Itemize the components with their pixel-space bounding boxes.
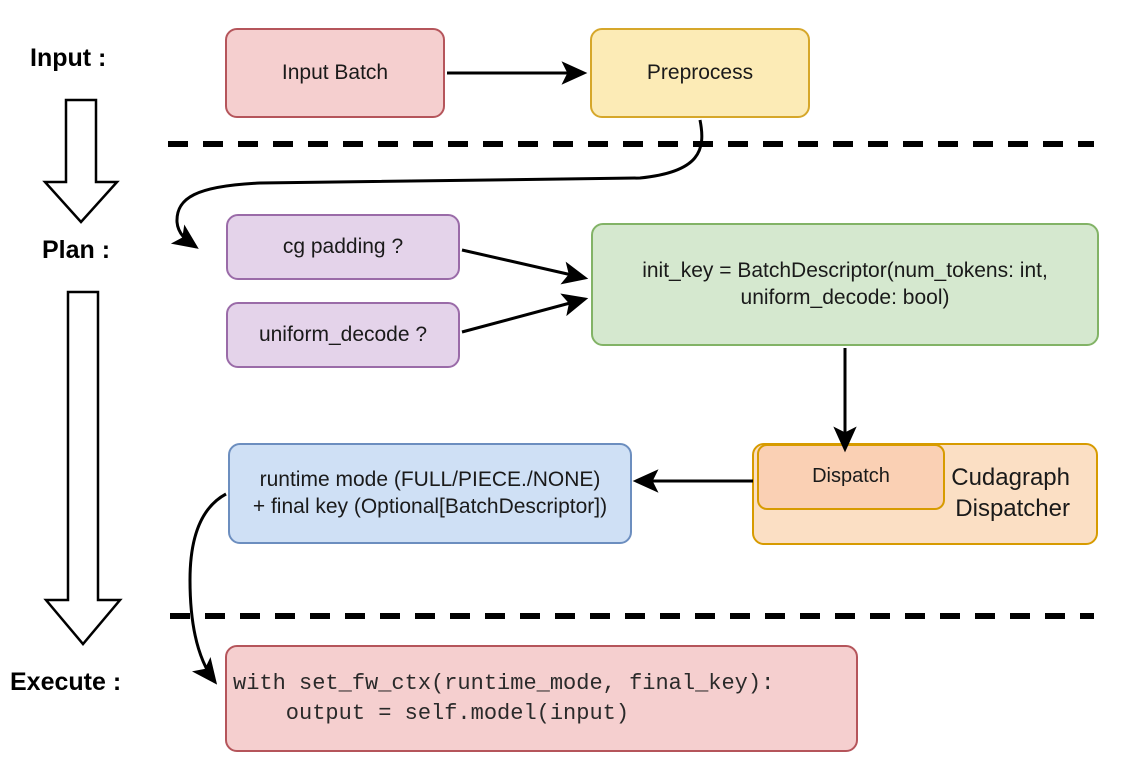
node-preprocess-label: Preprocess <box>646 60 754 84</box>
node-runtime-mode-line2: + final key (Optional[BatchDescriptor]) <box>252 494 608 518</box>
node-uniform-decode[interactable]: uniform_decode ? <box>226 302 460 368</box>
node-uniform-decode-label: uniform_decode ? <box>258 322 428 346</box>
stage-label-input: Input : <box>30 44 107 72</box>
stage-arrow-plan-to-execute <box>43 290 123 646</box>
node-runtime-mode-line1: runtime mode (FULL/PIECE./NONE) <box>259 467 601 491</box>
node-cudagraph-dispatcher-line1: Cudagraph <box>951 464 1070 492</box>
stage-arrow-input-to-plan <box>42 98 120 224</box>
stage-label-execute: Execute : <box>10 668 122 696</box>
connector-runtime-mode-to-execute-code <box>188 492 227 685</box>
node-input-batch[interactable]: Input Batch <box>225 28 445 118</box>
node-init-key-line1: init_key = BatchDescriptor(num_tokens: i… <box>642 258 1048 282</box>
node-cg-padding-label: cg padding ? <box>282 234 404 258</box>
connector-cg-padding-to-init-key <box>461 248 589 285</box>
stage-label-plan: Plan : <box>42 236 111 264</box>
node-dispatch-label: Dispatch <box>812 465 890 488</box>
node-dispatch[interactable]: Dispatch <box>757 444 945 510</box>
node-init-key-line2: uniform_decode: bool) <box>740 285 950 309</box>
connector-uniform-decode-to-init-key <box>461 293 589 334</box>
node-cudagraph-dispatcher-line2: Dispatcher <box>955 495 1070 522</box>
node-runtime-mode[interactable]: runtime mode (FULL/PIECE./NONE) + final … <box>228 443 632 544</box>
node-cg-padding[interactable]: cg padding ? <box>226 214 460 280</box>
node-input-batch-label: Input Batch <box>281 60 389 84</box>
node-execute-code-line1: with set_fw_ctx(runtime_mode, final_key)… <box>233 670 775 696</box>
node-execute-code[interactable]: with set_fw_ctx(runtime_mode, final_key)… <box>225 645 858 752</box>
node-init-key[interactable]: init_key = BatchDescriptor(num_tokens: i… <box>591 223 1099 346</box>
node-preprocess[interactable]: Preprocess <box>590 28 810 118</box>
node-execute-code-line2: output = self.model(input) <box>233 700 630 726</box>
